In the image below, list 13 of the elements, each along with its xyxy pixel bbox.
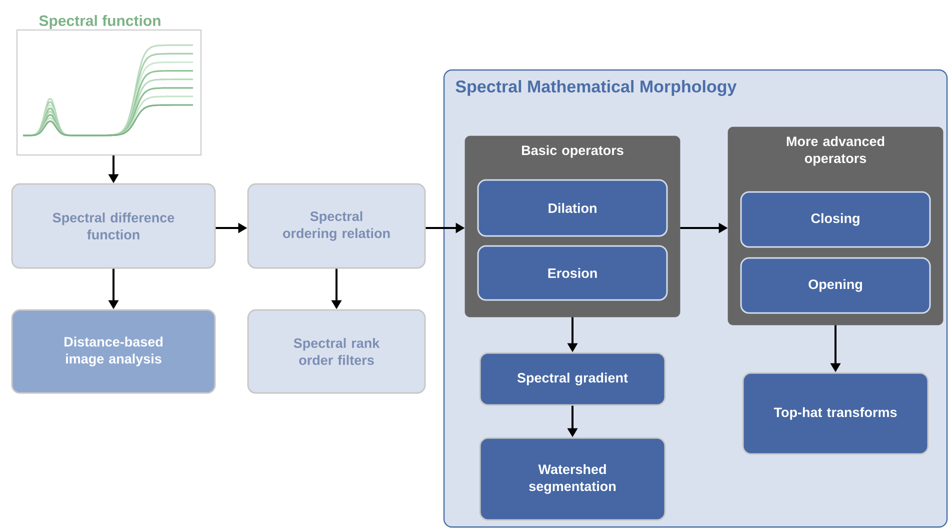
chart-frame [16, 30, 202, 156]
process-box: Spectral gradient [479, 352, 666, 406]
operator-box: Erosion [477, 245, 668, 301]
process-box: Watershed segmentation [479, 437, 666, 521]
process-box: Spectral rank order filters [247, 309, 426, 394]
chart-title: Spectral function [39, 15, 160, 29]
process-box: Top-hat transforms [742, 372, 929, 455]
process-box: Distance-based image analysis [11, 309, 216, 394]
operator-box: Closing [740, 191, 931, 248]
process-box: Spectral ordering relation [247, 183, 426, 269]
operator-box: Dilation [477, 179, 668, 237]
operator-box: Opening [740, 257, 931, 314]
process-box: Spectral difference function [11, 183, 216, 269]
